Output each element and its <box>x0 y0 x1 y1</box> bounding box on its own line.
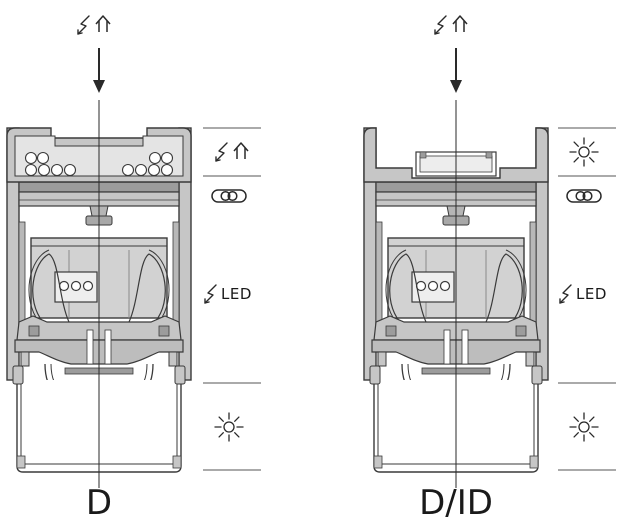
power-icon <box>559 284 572 304</box>
power-icon <box>434 15 447 35</box>
legend-d-id: LED <box>558 127 616 471</box>
led-label: LED <box>221 285 252 303</box>
light-icon <box>569 412 599 442</box>
light-icon <box>569 137 599 167</box>
panel-d: D <box>6 15 192 523</box>
panel-title: D/ID <box>419 483 493 523</box>
power-icon <box>204 284 217 304</box>
feed-direction-arrow <box>93 80 105 93</box>
legend-d: LED <box>203 127 261 471</box>
feed-direction-arrow <box>450 80 462 93</box>
link-icon <box>566 189 602 203</box>
house-icon <box>452 15 468 33</box>
light-icon <box>214 412 244 442</box>
house-icon <box>95 15 111 33</box>
house-icon <box>233 142 249 160</box>
led-label: LED <box>576 285 607 303</box>
link-icon <box>211 189 247 203</box>
panel-d-id: D/ID <box>363 15 549 523</box>
panel-title: D <box>86 483 112 523</box>
power-icon <box>215 142 228 162</box>
power-icon <box>77 15 90 35</box>
